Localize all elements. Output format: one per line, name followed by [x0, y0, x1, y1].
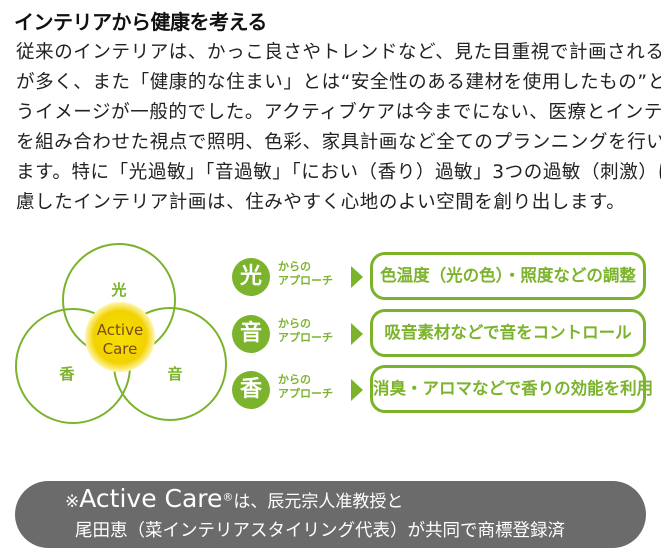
trademark-line-2: 尾田恵（菜インテリアスタイリング代表）が共同で商標登録済: [75, 521, 565, 541]
caption-line: からの: [278, 317, 311, 330]
trademark-text: は、辰元宗人准教授と: [233, 492, 404, 512]
caption-line: アプローチ: [278, 387, 333, 400]
approach-row-light: 光 からのアプローチ 色温度（光の色）・照度などの調整: [232, 252, 652, 300]
approach-caption: からのアプローチ: [278, 260, 333, 288]
caption-line: アプローチ: [278, 274, 333, 287]
approach-box: 吸音素材などで音をコントロール: [370, 309, 646, 357]
venn-label-light: 光: [110, 281, 126, 299]
trademark-note: ※Active Care®は、辰元宗人准教授と 尾田恵（菜インテリアスタイリング…: [15, 481, 646, 548]
venn-label-scent: 香: [59, 365, 74, 383]
center-label-2: Care: [103, 340, 138, 358]
approach-badge: 音: [232, 315, 270, 353]
approach-box: 消臭・アロマなどで香りの効能を利用: [370, 365, 653, 413]
venn-label-sound: 音: [167, 365, 182, 383]
center-label-1: Active: [97, 321, 143, 339]
arrow-right-icon: [351, 323, 363, 345]
paragraph-line: うイメージが一般的でした。アクティブケアは今までにない、医療とインテリア: [16, 102, 661, 123]
approach-box: 色温度（光の色）・照度などの調整: [370, 252, 646, 300]
approach-badge: 光: [232, 258, 270, 296]
caption-line: からの: [278, 260, 311, 273]
brand-name: Active Care: [79, 484, 223, 513]
paragraph-line: 慮したインテリア計画は、住みやすく心地のよい空間を創り出します。: [16, 192, 626, 213]
note-mark: ※: [65, 492, 80, 512]
caption-line: アプローチ: [278, 331, 333, 344]
approach-row-scent: 香 からのアプローチ 消臭・アロマなどで香りの効能を利用: [232, 365, 653, 413]
page-title: インテリアから健康を考える: [14, 10, 267, 34]
paragraph-line: が多く、また「健康的な住まい」とは“安全性のある建材を使用したもの”とい: [16, 72, 661, 93]
approach-row-sound: 音 からのアプローチ 吸音素材などで音をコントロール: [232, 309, 652, 357]
arrow-right-icon: [351, 266, 363, 288]
approach-badge: 香: [232, 371, 270, 409]
approach-caption: からのアプローチ: [278, 373, 333, 401]
approach-caption: からのアプローチ: [278, 317, 333, 345]
caption-line: からの: [278, 373, 311, 386]
venn-diagram: 光 香 音 Active Care: [15, 243, 227, 424]
registered-mark: ®: [222, 490, 234, 504]
trademark-line-1: ※Active Care®は、辰元宗人准教授と: [65, 484, 403, 513]
arrow-right-icon: [351, 379, 363, 401]
active-care-center: [85, 302, 155, 372]
paragraph-line: 従来のインテリアは、かっこ良さやトレンドなど、見た目重視で計画されること: [16, 42, 661, 63]
paragraph-line: を組み合わせた視点で照明、色彩、家具計画など全てのプランニングを行い: [16, 132, 661, 153]
intro-paragraph: 従来のインテリアは、かっこ良さやトレンドなど、見た目重視で計画されること が多く…: [16, 38, 661, 218]
paragraph-line: ます。特に「光過敏」「音過敏」「におい（香り）過敏」3つの過敏（刺激）に配: [16, 162, 661, 183]
